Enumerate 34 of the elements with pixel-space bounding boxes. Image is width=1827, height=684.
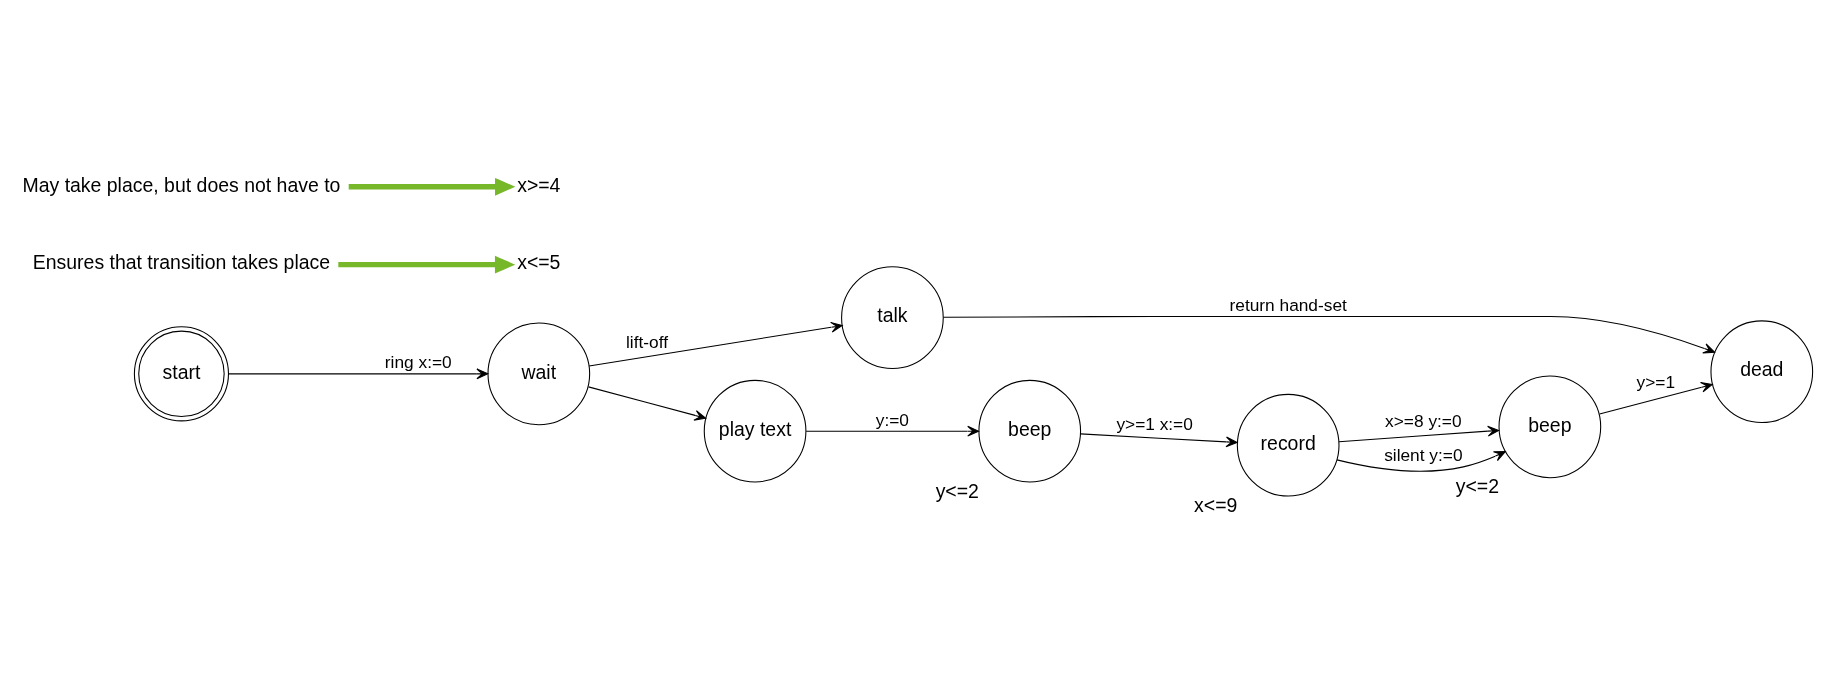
arrow (1338, 425, 1500, 442)
arrow (942, 315, 1716, 354)
node-circle: dead (1710, 319, 1814, 423)
node-text: Ensures that transition takes place (32, 250, 331, 273)
node-label: y<=2 (935, 479, 979, 502)
node-label: x<=9 (1194, 493, 1238, 516)
node-text: x>=4 (517, 173, 561, 196)
arrow (1336, 450, 1506, 472)
edge-label: lift-off (625, 331, 668, 352)
arrow (587, 385, 707, 421)
edge-label: y>=1 (1636, 371, 1676, 392)
node-label: y<=2 (1455, 474, 1500, 497)
arrow (228, 367, 489, 379)
node-circle: beep (978, 379, 1082, 483)
node-text: x<=5 (517, 250, 561, 273)
node-circle: record (1236, 393, 1340, 497)
node-circle: wait (487, 322, 591, 425)
edge-label: y>=1 x:=0 (1116, 413, 1193, 434)
arrow (805, 425, 980, 437)
node-text: May take place, but does not have to (22, 173, 341, 196)
node-circle: beep (1498, 374, 1602, 478)
arrow (338, 255, 516, 273)
edge-label: y:=0 (875, 409, 910, 430)
edge-label: ring x:=0 (384, 351, 452, 372)
node-circle: talk (841, 265, 944, 369)
arrow (348, 177, 516, 196)
node-circle: play text (703, 379, 807, 483)
edge-label: return hand-set (1229, 294, 1347, 315)
arrow (1599, 381, 1713, 415)
edge-label: x>=8 y:=0 (1385, 410, 1462, 431)
node-circle: start (133, 325, 229, 421)
edge-label: silent y:=0 (1384, 444, 1463, 465)
arrow (588, 321, 843, 367)
arrow (1080, 432, 1238, 447)
